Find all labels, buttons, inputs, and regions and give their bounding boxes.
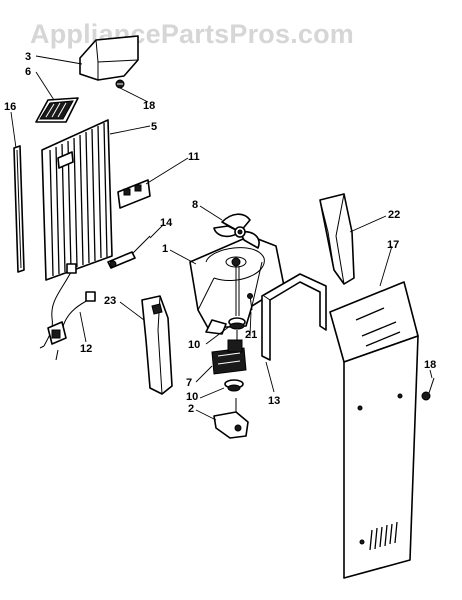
part-5-evaporator-panel xyxy=(41,119,113,281)
part-2-motor-bracket xyxy=(213,398,249,439)
callout-labels: 3 6 18 5 16 11 8 14 1 22 17 23 12 10 21 … xyxy=(4,51,436,415)
callout-23: 23 xyxy=(104,295,116,307)
part-1-fan-housing xyxy=(189,235,285,335)
callout-18-right: 18 xyxy=(424,359,436,371)
callout-2: 2 xyxy=(188,403,194,415)
callout-16: 16 xyxy=(4,101,16,113)
callout-21: 21 xyxy=(245,329,257,341)
callout-18-top: 18 xyxy=(143,100,155,112)
part-3-duct-cap xyxy=(79,35,139,81)
callout-7: 7 xyxy=(186,377,192,389)
callout-11: 11 xyxy=(188,151,200,163)
part-10-lower-grommet xyxy=(224,379,244,392)
callout-12: 12 xyxy=(80,343,92,355)
part-7-fan-motor xyxy=(211,330,247,375)
callout-14: 14 xyxy=(160,217,173,229)
watermark: AppliancePartsPros.com xyxy=(30,19,354,49)
callout-17: 17 xyxy=(387,239,399,251)
leader-lines xyxy=(10,55,433,421)
part-14-sensor xyxy=(107,235,151,269)
part-16-strip xyxy=(13,145,25,273)
screw-18-top xyxy=(115,79,125,89)
part-23-left-duct xyxy=(141,295,173,395)
part-13-channel-frame xyxy=(261,273,327,361)
callout-13: 13 xyxy=(268,395,280,407)
callout-3: 3 xyxy=(25,51,31,63)
callout-10-lower: 10 xyxy=(186,391,198,403)
callout-8: 8 xyxy=(192,199,198,211)
part-11-bracket xyxy=(117,179,151,209)
part-21-screw xyxy=(247,293,253,311)
part-10-upper-grommet xyxy=(228,266,246,330)
part-17-air-duct-panel xyxy=(329,281,419,579)
callout-5: 5 xyxy=(151,121,157,133)
part-8-fan-blade xyxy=(213,213,260,268)
screw-18-right xyxy=(421,377,435,401)
part-22-right-duct xyxy=(319,193,355,285)
part-6-vent-grille xyxy=(35,97,79,123)
callout-22: 22 xyxy=(388,209,400,221)
callout-10-upper: 10 xyxy=(188,339,200,351)
part-12-wire-harness xyxy=(39,263,96,361)
callout-6: 6 xyxy=(25,66,31,78)
callout-1: 1 xyxy=(162,243,168,255)
